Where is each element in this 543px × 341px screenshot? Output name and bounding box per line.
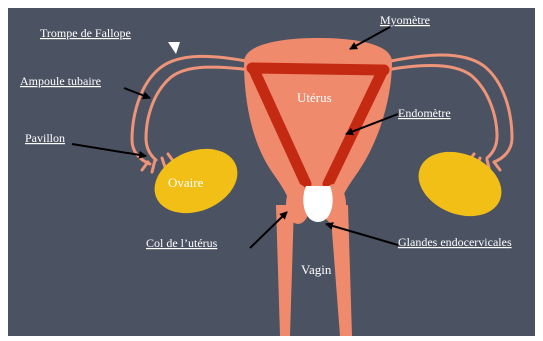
label-endometre: Endomètre <box>398 106 451 120</box>
label-vagin: Vagin <box>301 262 332 277</box>
cervix <box>286 184 346 224</box>
label-pavillon: Pavillon <box>25 131 65 145</box>
label-col: Col de l’utérus <box>146 236 218 250</box>
label-ovaire: Ovaire <box>168 175 204 190</box>
label-trompe: Trompe de Fallope <box>40 26 131 40</box>
label-ampoule: Ampoule tubaire <box>20 74 101 88</box>
label-myometre: Myomètre <box>380 13 430 27</box>
label-glandes: Glandes endocervicales <box>398 235 512 249</box>
label-uterus: Utérus <box>297 90 332 105</box>
